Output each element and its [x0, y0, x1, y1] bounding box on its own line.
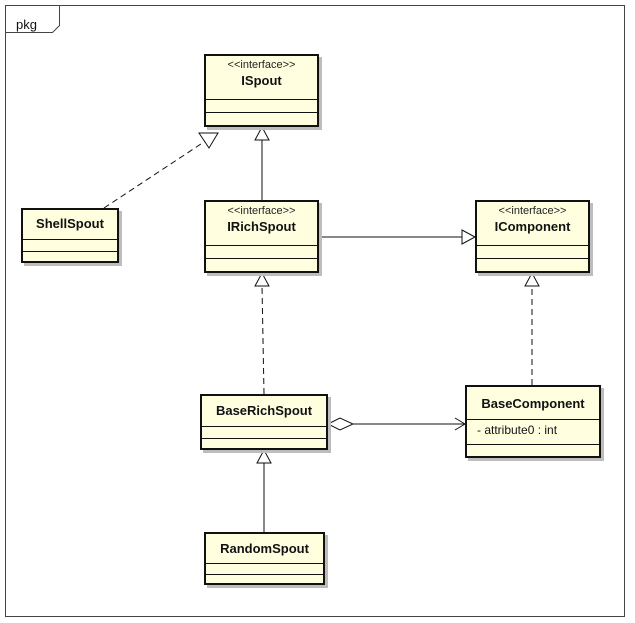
hollow-arrowhead-icon [256, 448, 272, 464]
hollow-arrowhead-icon [461, 229, 477, 245]
hollow-arrowhead-icon [524, 271, 540, 287]
generalization-irichspout-icomponent[interactable] [318, 229, 477, 245]
hollow-arrowhead-icon [254, 125, 270, 141]
stereotype-label: <<interface>> [227, 205, 296, 217]
class-ispout[interactable]: <<interface>> ISpout [204, 54, 319, 127]
class-randomspout[interactable]: RandomSpout [204, 532, 325, 585]
class-name: ISpout [241, 73, 282, 88]
hollow-arrowhead-icon [198, 132, 219, 149]
attributes-compartment [23, 239, 117, 251]
aggregation-diamond-icon [326, 417, 355, 431]
class-name: BaseRichSpout [215, 403, 313, 418]
operations-compartment [206, 574, 323, 585]
class-name: ShellSpout [36, 216, 104, 231]
attributes-compartment: - attribute0 : int [467, 419, 599, 444]
package-label: pkg [16, 17, 37, 32]
operations-compartment [477, 258, 588, 271]
realization-shellspout-ispout[interactable] [103, 132, 219, 209]
operations-compartment [467, 444, 599, 456]
operations-compartment [206, 258, 317, 271]
attributes-compartment [202, 426, 326, 438]
operations-compartment [206, 112, 317, 125]
class-irichspout[interactable]: <<interface>> IRichSpout [204, 200, 319, 273]
operations-compartment [23, 251, 117, 263]
class-name: IComponent [494, 219, 571, 234]
realization-basecomponent-icomponent[interactable] [524, 271, 540, 385]
class-name: RandomSpout [220, 541, 309, 556]
generalization-randomspout-baserichspout[interactable] [256, 448, 272, 532]
attribute-item: - attribute0 : int [477, 423, 558, 437]
aggregation-baserichspout-basecomponent[interactable] [326, 417, 466, 431]
class-baserichspout[interactable]: BaseRichSpout [200, 394, 328, 450]
operations-compartment [202, 438, 326, 450]
class-name: IRichSpout [227, 219, 296, 234]
hollow-arrowhead-icon [254, 271, 270, 287]
attributes-compartment [477, 245, 588, 258]
class-shellspout[interactable]: ShellSpout [21, 208, 119, 263]
class-icomponent[interactable]: <<interface>> IComponent [475, 200, 590, 273]
attributes-compartment [206, 245, 317, 258]
attributes-compartment [206, 99, 317, 112]
stereotype-label: <<interface>> [498, 205, 567, 217]
realization-baserichspout-irichspout[interactable] [254, 271, 270, 395]
stereotype-label: <<interface>> [227, 59, 296, 71]
attributes-compartment [206, 563, 323, 574]
class-name: BaseComponent [481, 396, 585, 411]
package-tab [6, 6, 60, 33]
class-basecomponent[interactable]: BaseComponent - attribute0 : int [465, 385, 601, 458]
generalization-irichspout-ispout[interactable] [254, 125, 270, 200]
